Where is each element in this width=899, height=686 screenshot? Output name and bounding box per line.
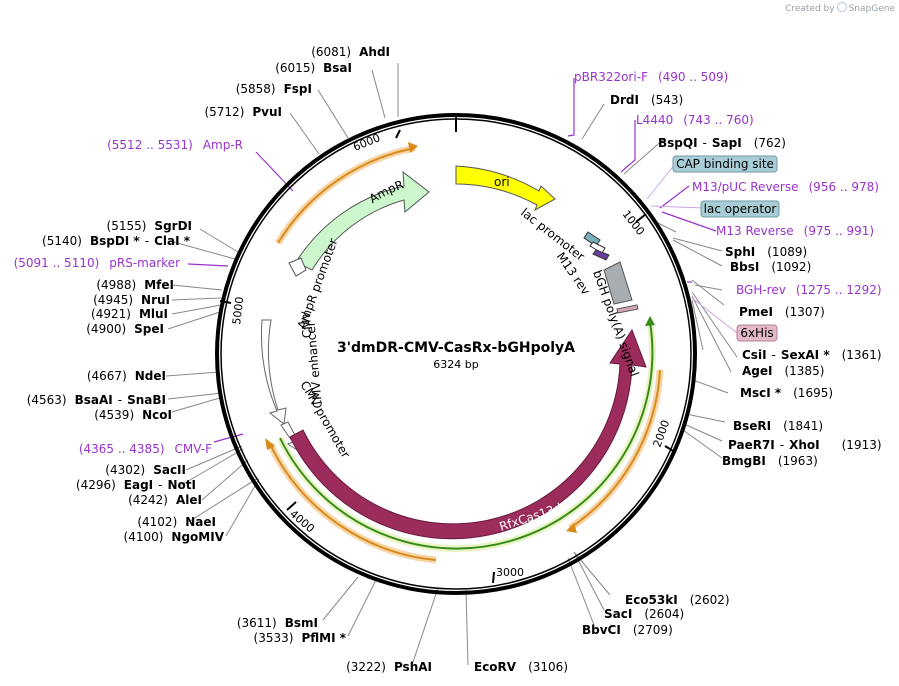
cap-binding-label: CAP binding site: [676, 157, 774, 171]
site-bsmi: (3611)BsmI: [237, 616, 318, 630]
site-ahdi: (6081)AhdI: [311, 45, 390, 59]
site-saci: SacI(2604): [604, 607, 684, 621]
orf-arc: [279, 321, 654, 550]
site-alei: (4242)AleI: [128, 493, 202, 507]
sites-right: EcoRV(3106) DrdI(543) BspQI-SapI(762) Sp…: [474, 93, 882, 674]
plasmid-name: 3'dmDR-CMV-CasRx-bGHpolyA: [337, 340, 575, 356]
site-bspdi-clai: (5140)BspDI *-ClaI *: [42, 234, 191, 248]
site-ndei: (4667)NdeI: [87, 369, 166, 383]
tick-label-6000: 6000: [351, 131, 382, 154]
site-bspqi-sapi: BspQI-SapI(762): [658, 136, 786, 150]
site-bseri: BseRI(1841): [733, 419, 823, 433]
tick-label-5000: 5000: [230, 296, 246, 325]
plasmid-size: 6324 bp: [433, 358, 478, 371]
site-agei: AgeI(1385): [742, 364, 824, 378]
site-csii-sexai: CsiI-SexAI *(1361): [742, 348, 882, 362]
site-bsai: (6015)BsaI: [275, 61, 352, 75]
cmv-primer-arrowhead: [265, 438, 275, 450]
primer-prs-marker: (5091 .. 5110)pRS-marker: [14, 256, 180, 270]
primer-l4440: L4440(743 .. 760): [636, 113, 754, 127]
site-paer7i-xhoi: PaeR7I-XhoI(1913): [728, 438, 882, 452]
site-fspi: (5858)FspI: [236, 82, 312, 96]
site-bbsi: BbsI(1092): [730, 260, 811, 274]
sixhis-label: 6xHis: [740, 326, 773, 340]
sixhis-feature: [616, 304, 639, 314]
primer-cmv-f: (4365 .. 4385)CMV-F: [79, 442, 212, 456]
primer-bgh-rev: BGH-rev(1275 .. 1292): [736, 283, 882, 297]
rfxcas13d-feature: [289, 328, 647, 540]
primer-leaders: [187, 78, 717, 443]
site-bbvci: BbvCI(2709): [582, 623, 673, 637]
site-spei: (4900)SpeI: [86, 322, 164, 336]
right-primer-arc: [569, 369, 661, 529]
ori-feature: [455, 165, 556, 212]
site-sgrdi: (5155)SgrDI: [107, 219, 192, 233]
site-naei: (4102)NaeI: [137, 515, 216, 529]
credit-prefix: Created by: [785, 4, 835, 14]
ampr-primer-arc: [277, 147, 416, 244]
site-ngomiv: (4100)NgoMIV: [124, 530, 225, 544]
site-eco53ki: Eco53kI(2602): [625, 593, 730, 607]
ori-label: ori: [494, 175, 510, 189]
site-bsaai-snabi: (4563)BsaAI-SnaBI: [27, 393, 166, 407]
cmv-enhancer-feature: [260, 319, 287, 425]
primer-m13-reverse: M13 Reverse(975 .. 991): [716, 224, 874, 238]
cmv-enhancer-label-word: CMV: [299, 310, 314, 338]
orf-arrowhead: [645, 316, 655, 326]
feature-box-leaders: [646, 163, 738, 334]
site-sacii: (4302)SacII: [105, 463, 186, 477]
site-nrui: (4945)NruI: [93, 293, 170, 307]
tick-label-3000: 3000: [496, 566, 524, 579]
site-ecorv: EcoRV(3106): [474, 660, 568, 674]
sites-left: (6081)AhdI (6015)BsaI (5858)FspI (5712)P…: [27, 45, 432, 674]
site-sphi: SphI(1089): [725, 245, 807, 259]
site-eagi-noti: (4296)EagI-NotI: [76, 478, 196, 492]
ampr-primer-arrowhead: [408, 142, 418, 153]
lac-operator-box: [700, 200, 780, 218]
site-mlui: (4921)MluI: [91, 307, 168, 321]
site-ncoi: (4539)NcoI: [94, 408, 172, 422]
site-pflmi: (3533)PflMI *: [254, 631, 347, 645]
ampr-feature: [295, 170, 430, 271]
primer-m13-puc-reverse: M13/pUC Reverse(956 .. 978): [692, 180, 879, 194]
credit-brand: SnapGene: [848, 4, 895, 14]
site-mfei: (4988)MfeI: [96, 278, 174, 292]
tick-marks: [219, 115, 676, 584]
bgh-feature: [603, 261, 633, 305]
leader-lines: [165, 63, 738, 666]
site-msci: MscI *(1695): [740, 386, 833, 400]
cmv-primer-arc: [269, 443, 437, 561]
ampr-promoter-feature: [288, 257, 307, 277]
lac-operator-label: lac operator: [704, 202, 777, 216]
site-pshai: (3222)PshAI: [346, 660, 432, 674]
tick-label-2000: 2000: [651, 418, 673, 449]
site-drdi: DrdI(543): [610, 93, 683, 107]
snapgene-credit: Created by SnapGene: [785, 2, 895, 14]
lac-promoter-label: lac promoter: [518, 205, 587, 263]
site-pvui: (5712)PvuI: [204, 105, 282, 119]
site-pmei: PmeI(1307): [739, 305, 825, 319]
snapgene-logo-icon: [836, 2, 847, 12]
right-primer-arrowhead: [566, 523, 577, 533]
primer-pbr322ori-f: pBR322ori-F(490 .. 509): [574, 70, 728, 84]
primer-amp-r: (5512 .. 5531)Amp-R: [107, 138, 243, 152]
m13-feature: [592, 249, 610, 261]
site-bmgbi: BmgBI(1963): [722, 454, 818, 468]
sixhis-box: [736, 324, 778, 342]
cap-binding-box: [672, 155, 778, 173]
